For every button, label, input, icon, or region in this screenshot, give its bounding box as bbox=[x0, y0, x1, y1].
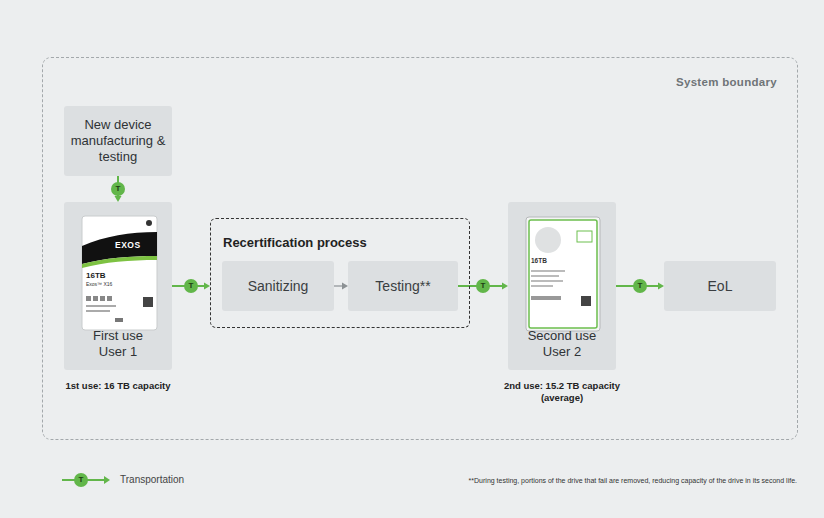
drive-stripe bbox=[82, 256, 157, 268]
drive-logo bbox=[146, 220, 152, 226]
connector bbox=[334, 283, 348, 290]
transport-symbol: T bbox=[184, 279, 198, 293]
process-box: Sanitizing bbox=[222, 261, 334, 311]
drive-label bbox=[529, 220, 597, 328]
qr-code bbox=[581, 296, 591, 306]
legend-arrowhead bbox=[104, 476, 110, 484]
transport-symbol: T bbox=[633, 279, 647, 293]
drive-body bbox=[526, 217, 600, 331]
group-heading: Recertification process bbox=[211, 219, 469, 250]
transport-symbol: T bbox=[476, 279, 490, 293]
drive-body bbox=[82, 216, 157, 330]
box-label: First use User 1 bbox=[78, 328, 158, 361]
drive-band bbox=[82, 232, 157, 264]
drive-icon bbox=[107, 296, 112, 301]
use-phase-box: Second use User 22nd use: 15.2 TB capaci… bbox=[508, 202, 616, 370]
box-label: New device manufacturing & testing bbox=[70, 117, 166, 166]
drive-print bbox=[531, 280, 563, 282]
legend-label: Transportation bbox=[120, 474, 184, 485]
drive-icon bbox=[100, 296, 105, 301]
qr-code bbox=[143, 297, 153, 307]
process-box: Testing** bbox=[348, 261, 458, 311]
drive-icon bbox=[93, 296, 98, 301]
drive-capacity: 16TB bbox=[531, 257, 547, 264]
use-phase-box: First use User 11st use: 16 TB capacity bbox=[64, 202, 172, 370]
drive-motor bbox=[535, 227, 561, 253]
drive-capacity: 16TB bbox=[86, 271, 106, 280]
drive-print bbox=[115, 318, 123, 322]
drive-icon-row bbox=[531, 296, 561, 300]
transport-symbol: T bbox=[111, 182, 125, 196]
box-label: EoL bbox=[708, 278, 733, 294]
boundary-label: System boundary bbox=[43, 58, 797, 88]
connector-line bbox=[334, 285, 343, 286]
box-label: Sanitizing bbox=[248, 278, 309, 294]
transport-symbol: T bbox=[74, 473, 88, 487]
drive-model: Exos™ X16 bbox=[86, 281, 112, 287]
drive-brand: EXOS bbox=[115, 240, 141, 250]
drive-print bbox=[531, 270, 565, 272]
box-label: Second use User 2 bbox=[522, 328, 602, 361]
drive-print bbox=[86, 305, 116, 307]
system-boundary: System boundaryNew device manufacturing … bbox=[42, 57, 798, 440]
end-of-life-box: EoL bbox=[664, 261, 776, 311]
drive-print bbox=[531, 285, 553, 287]
drive-print bbox=[531, 275, 559, 277]
process-group: Recertification processSanitizing Testing… bbox=[210, 218, 470, 328]
drive-icon bbox=[86, 296, 91, 301]
footnote: **During testing, portions of the drive … bbox=[469, 477, 797, 484]
process-box: New device manufacturing & testing bbox=[64, 106, 172, 176]
recertified-badge bbox=[577, 231, 592, 242]
drive-print bbox=[86, 310, 110, 312]
box-label: Testing** bbox=[375, 278, 430, 294]
